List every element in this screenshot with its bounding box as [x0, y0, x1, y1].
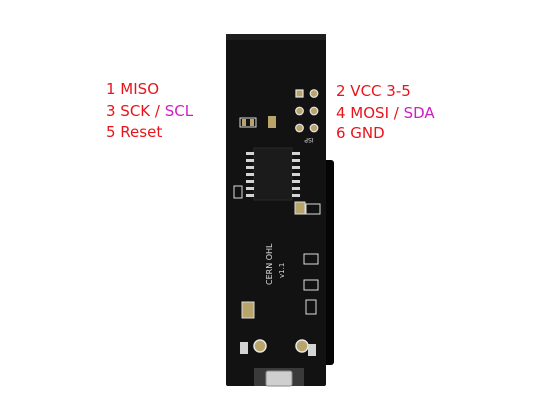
smd-capacitor-top: [239, 117, 257, 128]
pin-label-5-reset: 5 Reset: [106, 123, 162, 141]
pcb-body: [226, 34, 326, 386]
pin-2-text: 2 VCC 3-5: [336, 82, 411, 100]
main-ic-chip: [246, 147, 300, 201]
pin-label-3-sck-scl: 3 SCK / SCL: [106, 102, 193, 120]
pin-label-1-miso: 1 MISO: [106, 80, 159, 98]
smd-resistor-top: [268, 116, 276, 128]
pin-3-primary: 3 SCK: [106, 102, 151, 120]
reset-button-component: [254, 368, 304, 387]
smd-resistor-mid: [305, 203, 321, 215]
smd-left-lower: [241, 301, 255, 319]
smd-right-1: [303, 253, 319, 265]
smd-right-3: [305, 299, 317, 315]
button-pad-left: [253, 339, 267, 353]
pin-4-alt: SDA: [403, 104, 435, 122]
pin-3-separator: /: [150, 102, 165, 120]
button-lead-right: [308, 344, 316, 356]
pin-4-separator: /: [389, 104, 404, 122]
pin-1-text: 1 MISO: [106, 80, 160, 98]
pin-label-4-mosi-sda: 4 MOSI / SDA: [336, 104, 435, 122]
pin-5-text: 5 Reset: [106, 123, 163, 141]
isp-header: [295, 89, 319, 133]
board-rev-silk: v1.1: [278, 263, 286, 278]
pin-3-alt: SCL: [164, 102, 194, 120]
smd-right-2: [303, 279, 319, 291]
pin-label-2-vcc: 2 VCC 3-5: [336, 82, 411, 100]
button-pad-right: [295, 339, 309, 353]
isp-silk-label: ISP: [304, 136, 314, 143]
pcb-top-edge: [226, 34, 326, 40]
smd-capacitor-mid: [294, 201, 306, 215]
button-lead-left: [240, 342, 248, 354]
pin-4-primary: 4 MOSI: [336, 104, 390, 122]
board-version-silk: CERN OHL: [265, 243, 274, 285]
smd-pad-left: [233, 185, 243, 199]
pin-6-text: 6 GND: [336, 124, 385, 142]
pin-label-6-gnd: 6 GND: [336, 124, 385, 142]
